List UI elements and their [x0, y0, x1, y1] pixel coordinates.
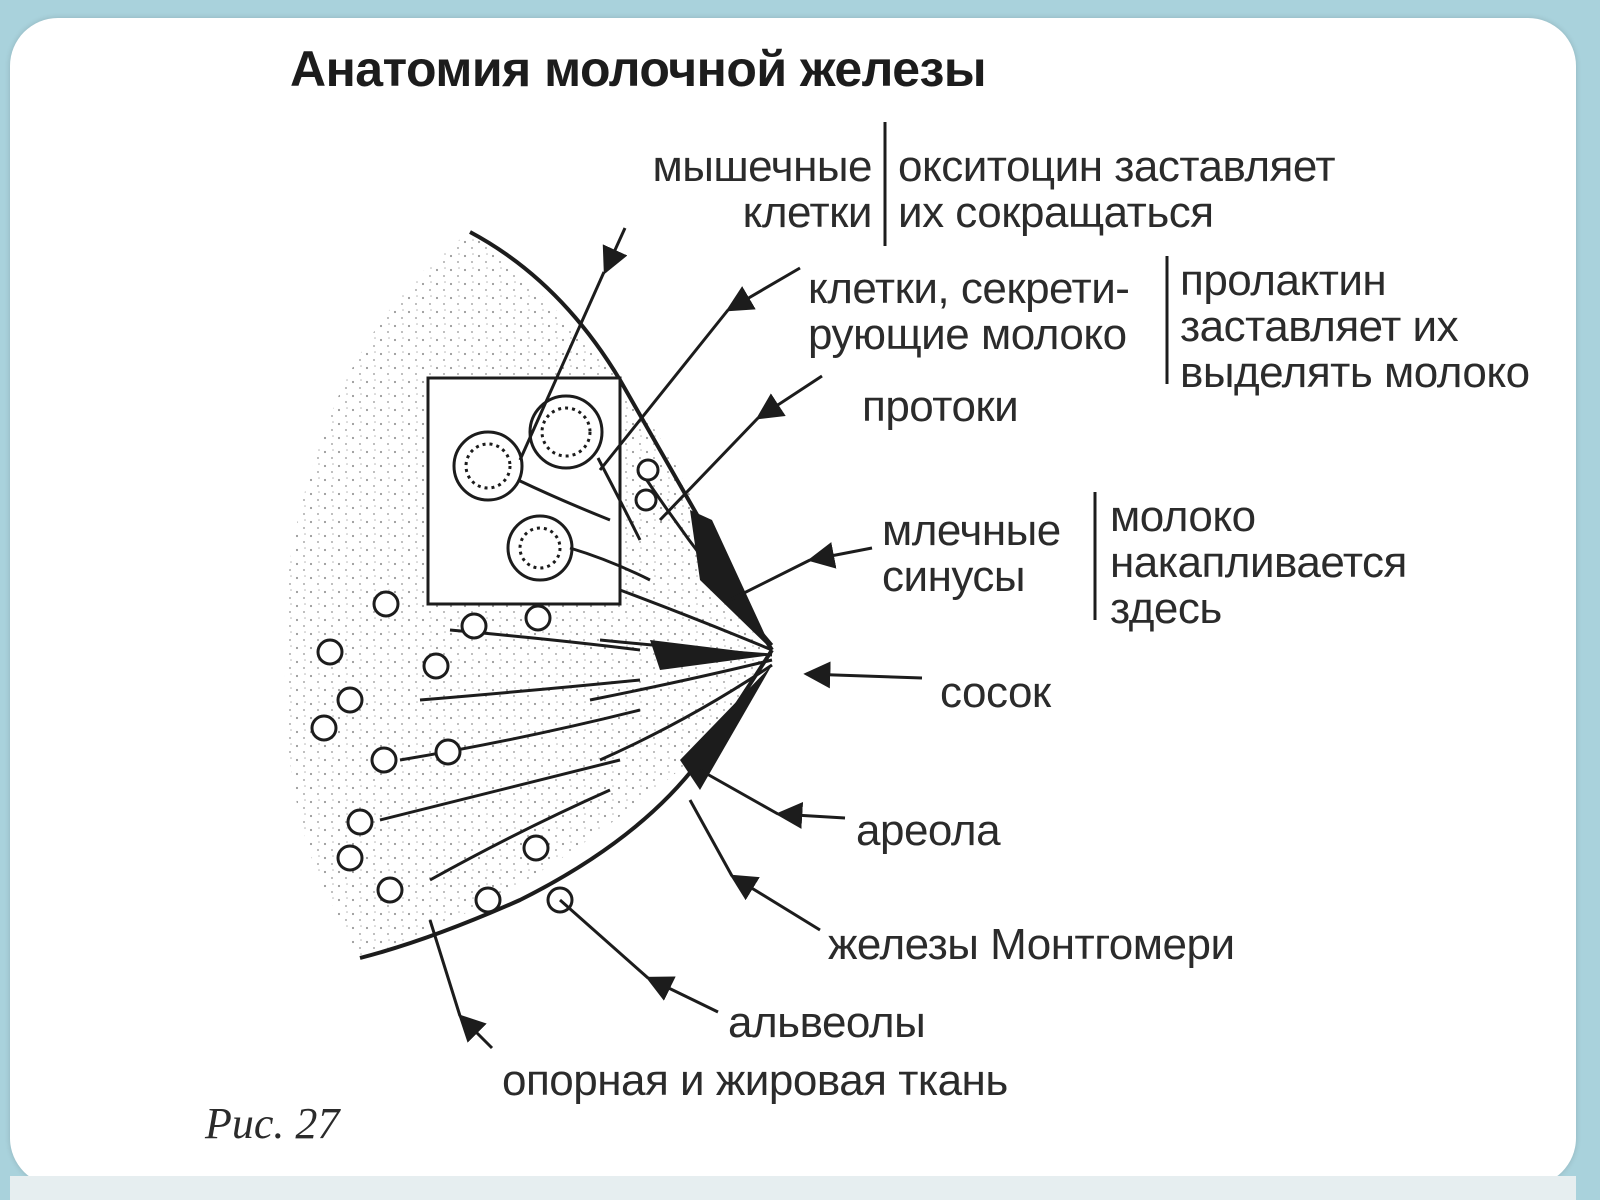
milk-sinuses [650, 510, 772, 790]
label-supporting-tissue: опорная и жировая ткань [502, 1056, 1008, 1105]
inset-box [426, 376, 622, 606]
label-montgomery-glands: железы Монтгомери [828, 920, 1235, 969]
leader-arrows [428, 227, 923, 1050]
label-milk-sinuses: млечные синусы [882, 506, 1061, 601]
note-milk-sinuses: молоко накапливается здесь [1110, 492, 1407, 633]
note-muscle-cells: окситоцин заставляет их сокращаться [898, 142, 1336, 237]
alveoli-clusters [310, 458, 660, 914]
label-areola: ареола [856, 806, 1001, 855]
slide-card [10, 18, 1576, 1186]
label-ducts: протоки [862, 382, 1019, 431]
diagram-title: Анатомия молочной железы [290, 41, 987, 97]
label-muscle-cells: мышечные клетки [652, 142, 872, 237]
label-secretory-cells: клетки, секрети- рующие молоко [808, 264, 1130, 359]
label-nipple: сосок [940, 668, 1051, 717]
slide-bottom-strip [10, 1176, 1576, 1200]
note-secretory-cells: пролактин заставляет их выделять молоко [1180, 256, 1530, 397]
label-alveoli: альвеолы [728, 998, 926, 1047]
note-separators [883, 122, 1169, 620]
figure-caption: Рис. 27 [205, 1099, 340, 1148]
inset-alveoli [452, 394, 651, 582]
